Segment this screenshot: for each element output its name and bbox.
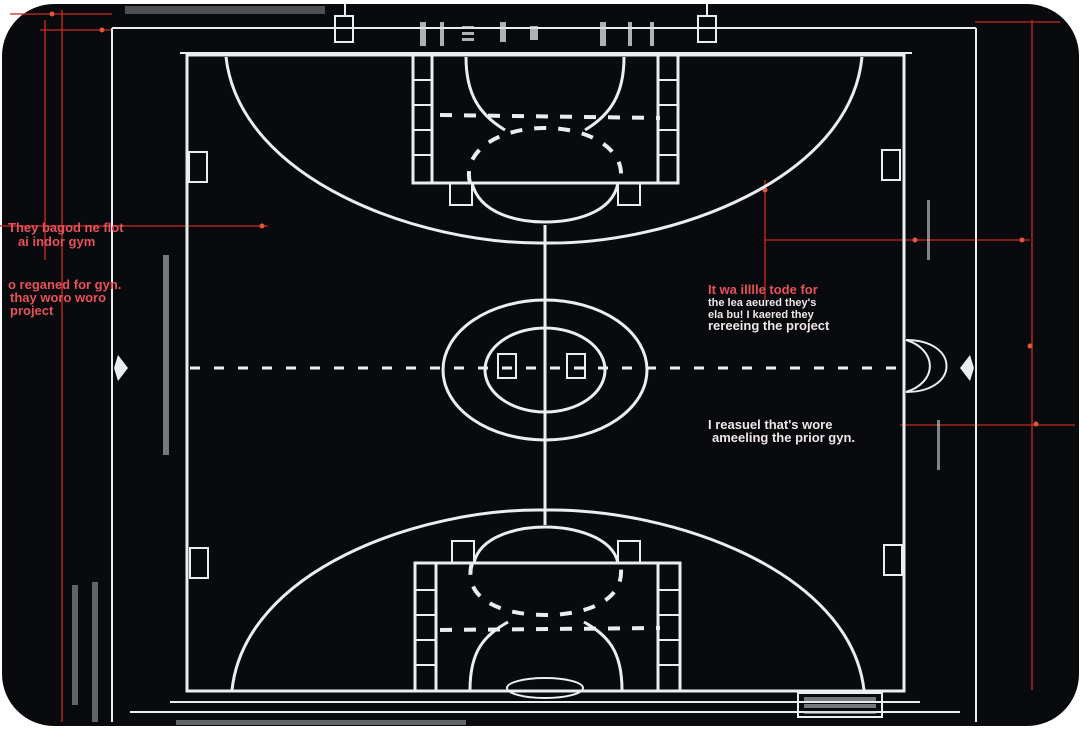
free-throw-circle-bottom-dashed — [468, 562, 624, 618]
svg-text:ela bu! I kaered they: ela bu! I kaered they — [708, 309, 815, 321]
lane-top — [411, 53, 680, 185]
svg-text:the lea aeured they's: the lea aeured they's — [708, 297, 816, 309]
top-half-court — [188, 53, 901, 245]
svg-text:rereeing the project: rereeing the project — [708, 318, 830, 333]
fine-print — [72, 582, 883, 725]
mat-body — [2, 4, 1079, 726]
right-annotation-2: I reasuel that's wore ameeling the prior… — [708, 417, 855, 445]
center-circle-outer — [441, 298, 649, 442]
three-point-arc-top — [224, 56, 864, 245]
left-annotation-1: They bagod ne flot ai indor gym — [8, 220, 124, 249]
svg-text:ai indor gym: ai indor gym — [18, 234, 95, 249]
side-markers — [114, 200, 974, 470]
top-header-details — [125, 4, 717, 46]
free-throw-circle-top-dashed — [466, 125, 624, 184]
red-guide-lines — [0, 10, 1075, 722]
free-throw-circle-top — [470, 182, 620, 224]
lane-bottom — [413, 561, 682, 693]
right-annotation-1: It wa illlle tode for the lea aeured the… — [708, 282, 830, 333]
svg-text:o reganed for gyn.: o reganed for gyn. — [8, 277, 121, 292]
svg-text:ameeling the prior gyn.: ameeling the prior gyn. — [712, 430, 855, 445]
left-annotation-2: o reganed for gyn. thay woro woro projec… — [8, 277, 121, 318]
center-mark-left — [497, 353, 517, 379]
svg-text:I reasuel that's wore: I reasuel that's wore — [708, 417, 832, 432]
svg-text:It wa illlle tode for: It wa illlle tode for — [708, 282, 818, 297]
three-point-arc-bottom — [230, 508, 866, 691]
svg-text:They bagod ne flot: They bagod ne flot — [8, 220, 124, 235]
center-mark-right — [566, 353, 586, 379]
svg-text:project: project — [10, 303, 54, 318]
svg-text:thay woro woro: thay woro woro — [10, 290, 106, 305]
center-circle-inner — [483, 326, 607, 414]
bottom-half-court — [189, 508, 903, 699]
free-throw-circle-bottom — [472, 525, 620, 564]
